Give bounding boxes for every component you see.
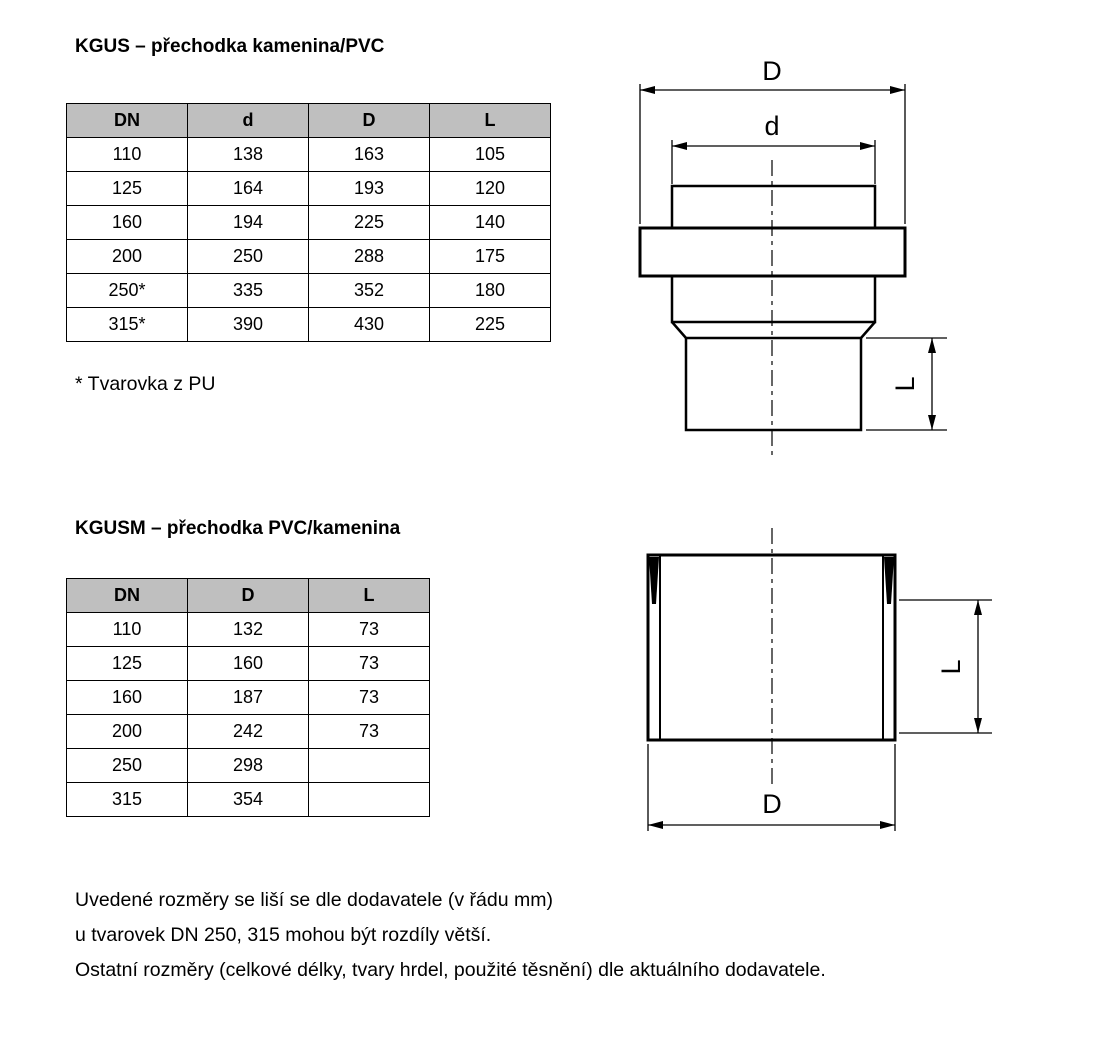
cell: 163	[308, 137, 430, 172]
cell: 110	[66, 612, 188, 647]
cell: 352	[308, 273, 430, 308]
cell: 125	[66, 171, 188, 206]
table-row: 125 164 193 120	[66, 171, 551, 206]
arrow-up-icon	[974, 600, 982, 615]
seal-left	[649, 557, 659, 604]
table-row: 250* 335 352 180	[66, 273, 551, 308]
table-row: 160 194 225 140	[66, 205, 551, 240]
dim-label-D: D	[762, 789, 782, 819]
cell: 390	[187, 307, 309, 342]
header-cell: L	[308, 578, 430, 613]
cell: 200	[66, 239, 188, 274]
cell: 138	[187, 137, 309, 172]
cell: 73	[308, 612, 430, 647]
cell: 225	[429, 307, 551, 342]
cell: 105	[429, 137, 551, 172]
kgus-table: DN d D L 110 138 163 105 125 164 193 120…	[66, 103, 551, 342]
dim-label-d: d	[764, 111, 779, 141]
cell: 193	[308, 171, 430, 206]
dim-label-L: L	[936, 659, 966, 674]
table-row: 315* 390 430 225	[66, 307, 551, 342]
footer-line: Uvedené rozměry se liší se dle dodavatel…	[75, 889, 553, 911]
cell: 73	[308, 680, 430, 715]
cell: 200	[66, 714, 188, 749]
table-row: 250 298	[66, 748, 430, 783]
kgusm-body	[646, 553, 897, 742]
cell: 187	[187, 680, 309, 715]
cell: 225	[308, 205, 430, 240]
table-row: 125 160 73	[66, 646, 430, 681]
table-row: 200 250 288 175	[66, 239, 551, 274]
arrow-left-icon	[648, 821, 663, 829]
arrow-down-icon	[974, 718, 982, 733]
cell: 160	[66, 680, 188, 715]
cell: 110	[66, 137, 188, 172]
kgusm-table: DN D L 110 132 73 125 160 73 160 187 73	[66, 578, 430, 817]
arrow-down-icon	[928, 415, 936, 430]
kgus-dim-L: L	[866, 337, 947, 431]
arrow-right-icon	[890, 86, 905, 94]
kgusm-diagram: L D	[646, 528, 992, 831]
cell: 160	[66, 205, 188, 240]
header-cell: DN	[66, 103, 188, 138]
kgus-diagram: D d L	[638, 56, 947, 455]
cell: 335	[187, 273, 309, 308]
cell: 242	[187, 714, 309, 749]
arrow-right-icon	[880, 821, 895, 829]
kgus-dim-D: D	[639, 56, 906, 224]
cell: 315	[66, 782, 188, 817]
cell: 140	[429, 205, 551, 240]
cell: 354	[187, 782, 309, 817]
cell: 194	[187, 205, 309, 240]
cell: 160	[187, 646, 309, 681]
cell: 250	[187, 239, 309, 274]
table-row: 110 138 163 105	[66, 137, 551, 172]
table-row: 110 132 73	[66, 612, 430, 647]
cell: 298	[187, 748, 309, 783]
cell: 73	[308, 714, 430, 749]
cell: 175	[429, 239, 551, 274]
cell: 132	[187, 612, 309, 647]
footer-line: u tvarovek DN 250, 315 mohou být rozdíly…	[75, 924, 492, 946]
header-cell: L	[429, 103, 551, 138]
arrow-right-icon	[860, 142, 875, 150]
kgus-body	[638, 184, 907, 432]
header-cell: d	[187, 103, 309, 138]
table-row: 160 187 73	[66, 680, 430, 715]
arrow-left-icon	[640, 86, 655, 94]
kgusm-section-title: KGUSM – přechodka PVC/kamenina	[75, 518, 401, 539]
table-row: 315 354	[66, 782, 430, 817]
cell: 288	[308, 239, 430, 274]
header-cell: DN	[66, 578, 188, 613]
header-cell: D	[308, 103, 430, 138]
header-cell: D	[187, 578, 309, 613]
cell: 315*	[66, 307, 188, 342]
cell: 180	[429, 273, 551, 308]
cell: 164	[187, 171, 309, 206]
table-row: 200 242 73	[66, 714, 430, 749]
arrow-left-icon	[672, 142, 687, 150]
table-header-row: DN d D L	[66, 103, 551, 138]
cell: 125	[66, 646, 188, 681]
dim-label-D: D	[762, 56, 782, 86]
kgus-dim-d: d	[671, 111, 876, 184]
kgusm-dim-D: D	[647, 744, 896, 831]
cell: 120	[429, 171, 551, 206]
cell: 73	[308, 646, 430, 681]
seal-right	[884, 557, 894, 604]
cell	[308, 782, 430, 817]
footer-line: Ostatní rozměry (celkové délky, tvary hr…	[75, 959, 826, 981]
cell	[308, 748, 430, 783]
dim-label-L: L	[890, 376, 920, 391]
cell: 430	[308, 307, 430, 342]
kgus-section-title: KGUS – přechodka kamenina/PVC	[75, 36, 385, 57]
kgus-footnote: * Tvarovka z PU	[75, 373, 216, 395]
cell: 250*	[66, 273, 188, 308]
kgusm-dim-L: L	[899, 599, 992, 734]
arrow-up-icon	[928, 338, 936, 353]
table-header-row: DN D L	[66, 578, 430, 613]
footer-notes: Uvedené rozměry se liší se dle dodavatel…	[75, 883, 826, 988]
cell: 250	[66, 748, 188, 783]
